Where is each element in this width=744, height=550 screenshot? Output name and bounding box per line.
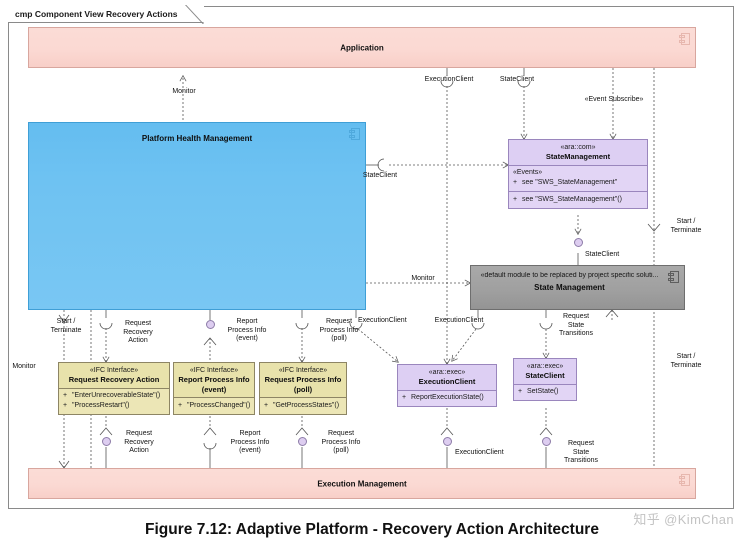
classifier-request-recovery-action[interactable]: «IFC Interface» Request Recovery Action … [58,362,170,415]
diagram-frame-label: cmp Component View Recovery Actions [8,5,205,24]
operation-item-text: "ProcessChanged"() [187,401,251,409]
classifier-operations-section: +"GetProcessStates"() [260,398,346,414]
event-item-text: see "SWS_StateManagement" [522,179,618,186]
classifier-header: «IFC Interface» Request Recovery Action [59,363,169,389]
classifier-report-process-info[interactable]: «IFC Interface» Report Process Info (eve… [173,362,255,415]
watermark: 知乎 @KimChan [633,512,734,527]
operation-item: +ReportExecutionState() [402,394,484,401]
operation-item-text: "ProcessRestart"() [72,402,130,409]
component-icon [668,271,679,283]
provided-interface-ball-request-state-transitions[interactable] [541,437,551,446]
edge-label-start-terminate-right-top: Start / Terminate [670,218,702,234]
classifier-name: Request Recovery Action [68,375,160,384]
edge-label-report-process-info-bottom: Report Process Info (event) [230,430,270,454]
edge-label-execution-client-bottom: ExecutionClient [455,449,504,456]
component-execution-management[interactable]: Execution Management [28,468,696,499]
classifier-name: StateManagement [545,152,611,161]
classifier-operations-section: +ReportExecutionState() [398,391,496,407]
event-item: +see "SWS_StateManagement" [513,179,618,186]
provided-interface-ball-execution-client[interactable] [442,437,452,446]
operation-item-text: "EnterUnrecoverableState"() [72,392,161,399]
edge-label-monitor-middle: Monitor [411,275,435,282]
edge-label-request-state-transitions-top: Request State Transitions [559,313,593,337]
operation-item: +see "SWS_StateManagement"() [513,195,622,203]
edge-label-request-recovery-action-bottom: Request Recovery Action [124,430,154,454]
classifier-state-client[interactable]: «ara::exec» StateClient +SetState() [513,358,577,401]
classifier-header: «IFC Interface» Request Process Info (po… [260,363,346,398]
component-state-management-default[interactable]: «default module to be replaced by projec… [470,265,685,310]
component-icon [679,33,690,45]
classifier-stereotype: «ara::exec» [526,363,564,370]
component-state-management-stereotype: «default module to be replaced by projec… [480,272,659,279]
classifier-stereotype: «IFC Interface» [278,367,328,374]
provided-interface-ball-request-recovery-action[interactable] [101,437,111,446]
classifier-header: «ara::exec» ExecutionClient [398,365,496,391]
operation-item: +SetState() [518,388,559,395]
operation-item-text: ReportExecutionState() [411,394,484,401]
component-application-title: Application [340,43,384,52]
edge-label-start-terminate-left: Start / Terminate [50,318,82,334]
provided-interface-ball-request-process-info[interactable] [297,437,307,446]
operation-item: +"ProcessChanged"() [178,401,251,409]
edge-label-request-process-info-bottom: Request Process Info (poll) [321,430,361,454]
classifier-stereotype: «ara::com» [560,144,596,151]
edge-label-request-process-info-top: Request Process Info (poll) [319,318,359,342]
classifier-operations-section: +"ProcessChanged"() [174,398,254,414]
component-application[interactable]: Application [28,27,696,68]
operation-item-text: "GetProcessStates"() [273,401,340,409]
edge-label-request-recovery-action-top: Request Recovery Action [123,320,153,344]
classifier-name-qualifier: (poll) [293,384,313,394]
classifier-stereotype: «IFC Interface» [89,367,139,374]
classifier-header: «ara::exec» StateClient [514,359,576,385]
classifier-execution-client[interactable]: «ara::exec» ExecutionClient +ReportExecu… [397,364,497,407]
operation-item: +"GetProcessStates"() [264,401,340,409]
edge-label-state-client-application: StateClient [499,76,535,83]
classifier-header: «ara::com» StateManagement [509,140,647,166]
component-icon [349,128,360,140]
classifier-name: Request Process Info [264,375,342,384]
edge-label-start-terminate-right-bottom: Start / Terminate [670,353,702,369]
classifier-name: ExecutionClient [418,377,476,386]
classifier-operations-section: +SetState() [514,385,576,401]
events-label: «Events» [513,169,543,176]
classifier-stereotype: «ara::exec» [428,369,466,376]
edge-label-request-state-transitions-bottom: Request State Transitions [564,440,598,464]
operation-item: +"ProcessRestart"() [63,402,130,409]
edge-label-state-client-phm: StateClient [362,172,398,179]
provided-interface-ball-report-process-info[interactable] [205,320,215,329]
provided-interface-ball-state-client[interactable] [573,238,583,247]
component-platform-health-management-title: Platform Health Management [141,134,253,143]
figure-caption: Figure 7.12: Adaptive Platform - Recover… [145,521,599,538]
component-platform-health-management[interactable]: Platform Health Management [28,122,366,310]
component-icon [679,474,690,486]
edge-label-execution-client-application: ExecutionClient [424,76,474,83]
operation-item-text: SetState() [527,388,559,395]
diagram-frame-label-text: cmp Component View Recovery Actions [15,9,178,19]
classifier-stereotype: «IFC Interface» [189,367,239,374]
operation-item-text: see "SWS_StateManagement"() [522,195,622,203]
classifier-request-process-info[interactable]: «IFC Interface» Request Process Info (po… [259,362,347,415]
classifier-events-section: «Events» +see "SWS_StateManagement" [509,166,647,192]
component-execution-management-title: Execution Management [317,479,407,488]
operation-item: +"EnterUnrecoverableState"() [63,392,161,399]
edge-label-state-client-state-management: StateClient [585,251,620,258]
edge-label-report-process-info-top: Report Process Info (event) [227,318,267,342]
edge-label-monitor-left: Monitor [12,363,36,370]
classifier-operations-section: +see "SWS_StateManagement"() [509,192,647,208]
classifier-name-qualifier: (event) [201,384,227,394]
classifier-name: Report Process Info [178,375,250,384]
edge-label-execution-client-phm: ExecutionClient [358,317,407,324]
edge-label-execution-client-middle: ExecutionClient [434,317,484,324]
classifier-state-management-interface[interactable]: «ara::com» StateManagement «Events» +see… [508,139,648,209]
edge-label-monitor-top: Monitor [172,88,196,95]
classifier-name: StateClient [525,371,565,380]
classifier-operations-section: +"EnterUnrecoverableState"() +"ProcessRe… [59,389,169,415]
classifier-header: «IFC Interface» Report Process Info (eve… [174,363,254,398]
component-state-management-title: State Management [534,283,605,292]
edge-label-event-subscribe: «Event Subscribe» [584,96,644,103]
